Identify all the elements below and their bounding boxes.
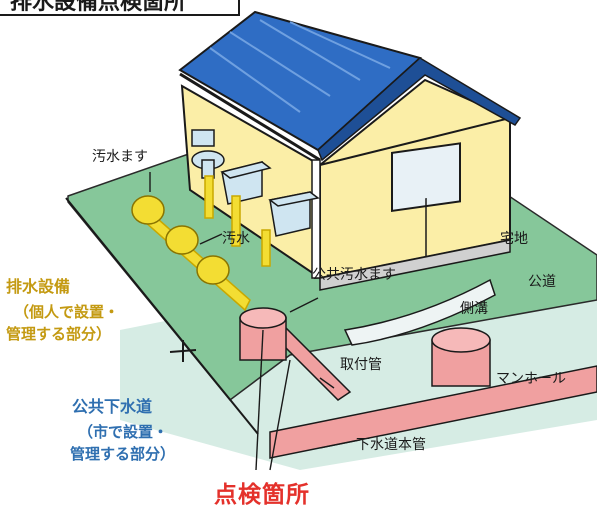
label-drainage-sub1: （個人で設置・ bbox=[14, 303, 120, 321]
public-sewer-parts bbox=[239, 307, 597, 459]
public-sewage-masu bbox=[239, 307, 287, 329]
diagram-title: 排水設備点検箇所 bbox=[0, 0, 240, 16]
roadside-gutter bbox=[343, 278, 496, 346]
label-public-sewer-sub1: （市で設置・ bbox=[78, 423, 169, 441]
label-public-sewer-sub2: 管理する部分） bbox=[70, 445, 176, 463]
toilet-fixture bbox=[191, 129, 225, 179]
private-sewage-masu bbox=[131, 195, 230, 285]
manhole-top bbox=[431, 327, 491, 353]
label-drainage-sub2: 管理する部分） bbox=[6, 325, 112, 343]
label-manhole: マンホール bbox=[496, 371, 566, 387]
sewer-main-pipe bbox=[269, 365, 597, 459]
label-inspection-points: 点検箇所 bbox=[214, 482, 310, 508]
kitchen-sink-fixture bbox=[220, 161, 272, 205]
lot-boundary-line bbox=[65, 197, 259, 435]
label-side-ditch: 側溝 bbox=[460, 301, 488, 317]
house-foundation bbox=[319, 239, 511, 291]
label-sewer-main: 下水道本管 bbox=[356, 437, 426, 453]
label-residential-lot: 宅地 bbox=[500, 231, 528, 247]
label-public-sewage-masu: 公共汚水ます bbox=[312, 267, 396, 283]
label-sewage-masu: 汚水ます bbox=[92, 149, 148, 165]
label-public-road: 公道 bbox=[528, 274, 556, 290]
label-sewage: 汚水 bbox=[222, 231, 250, 247]
label-drainage-equipment: 排水設備 bbox=[6, 277, 71, 296]
bath-sink-fixture bbox=[268, 191, 320, 237]
label-public-sewer: 公共下水道 bbox=[72, 397, 153, 416]
label-lateral-pipe: 取付管 bbox=[340, 357, 382, 373]
